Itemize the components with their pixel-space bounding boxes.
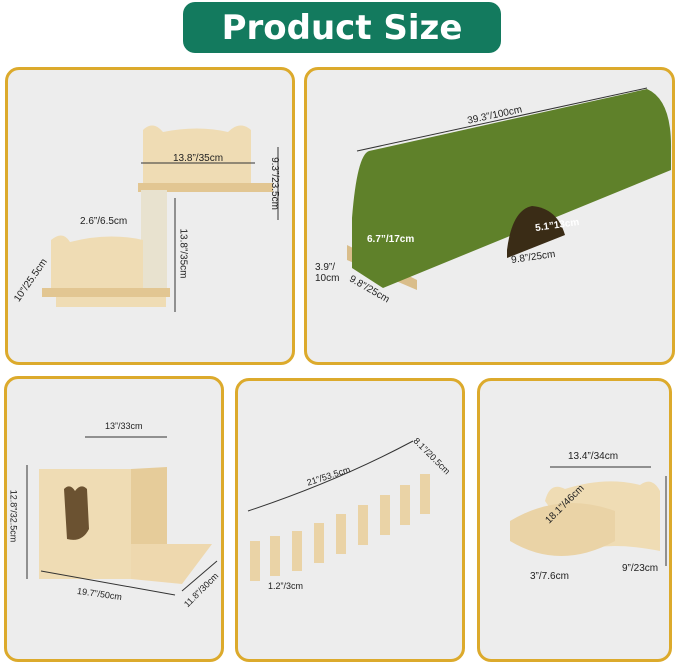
- shelf-illustration: [42, 125, 279, 312]
- dimension-label: 13”/33cm: [105, 421, 143, 431]
- panel-two-tier-shelf: 13.8”/35cm 9.3”/23.5cm 2.6”/6.5cm 13.8”/…: [5, 67, 295, 365]
- dimension-label: 6.7”/17cm: [367, 234, 415, 245]
- panel-felt-tunnel: 39.3”/100cm 6.7”/17cm 5.1”13cm 9.8”/25cm…: [304, 67, 675, 365]
- dimension-label: 12.8”/32.5cm: [8, 489, 19, 543]
- tunnel-illustration: [347, 87, 672, 290]
- dimension-label: 9.3”/23.5cm: [268, 157, 280, 210]
- dimension-label: 1.2”/3cm: [268, 581, 304, 591]
- panel-bowl-bed: 13.4”/34cm 18.1”/46cm 3”/7.6cm 9”/23cm: [477, 378, 672, 662]
- bridge-illustration: [247, 440, 430, 581]
- bowl-bed-illustration: [510, 466, 667, 566]
- panel-cat-house: 13”/33cm 12.8”/32.5cm 19.7”/50cm 11.8”/3…: [4, 376, 224, 662]
- dimension-label: 3.9”/ 10cm: [315, 262, 340, 284]
- dimension-label: 13.8”/35cm: [177, 228, 189, 279]
- dimension-label: 13.8”/35cm: [173, 153, 224, 164]
- dimension-label: 9”/23cm: [622, 563, 659, 574]
- dimension-label: 2.6”/6.5cm: [80, 216, 128, 227]
- house-illustration: [26, 436, 218, 596]
- page-title: Product Size: [183, 2, 501, 53]
- dimension-label: 13.4”/34cm: [568, 451, 619, 462]
- dimension-label: 3”/7.6cm: [530, 571, 569, 582]
- panel-bridge: 21”/53.5cm 8.1”/20.5cm 1.2”/3cm: [235, 378, 465, 662]
